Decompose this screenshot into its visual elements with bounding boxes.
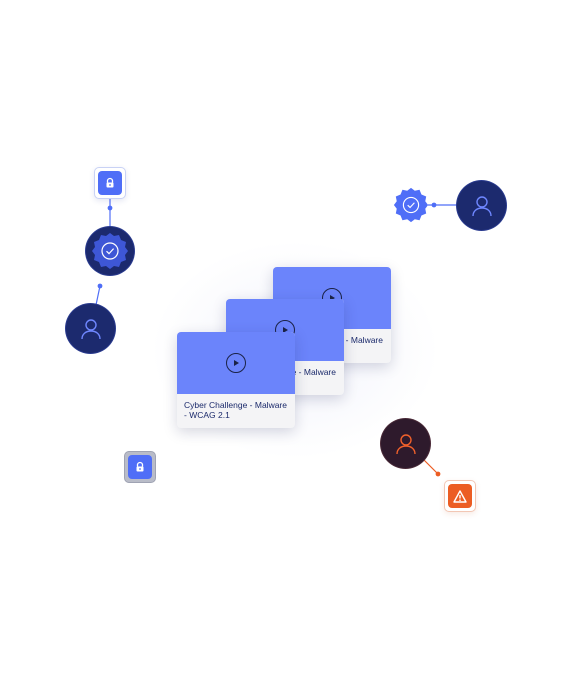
user-avatar-right [457,181,506,230]
verified-badge-icon [92,233,128,269]
lock-tile-top [94,167,126,199]
user-icon [395,433,416,454]
warning-icon [448,484,472,508]
user-icon [80,318,101,339]
lock-tile-bottom [124,451,156,483]
lock-icon [128,455,152,479]
video-card-front[interactable]: Cyber Challenge - Malware - WCAG 2.1 [177,332,295,428]
play-icon[interactable] [226,353,246,373]
lock-icon [98,171,122,195]
verified-badge-left [86,227,134,275]
verified-badge-icon [393,187,429,223]
user-avatar-alert [381,419,430,468]
user-icon [471,195,492,216]
user-avatar-left [66,304,115,353]
warning-tile [444,480,476,512]
video-thumbnail[interactable] [177,332,295,394]
card-title: Cyber Challenge - Malware - WCAG 2.1 [184,400,287,420]
verified-badge-right [392,186,430,224]
